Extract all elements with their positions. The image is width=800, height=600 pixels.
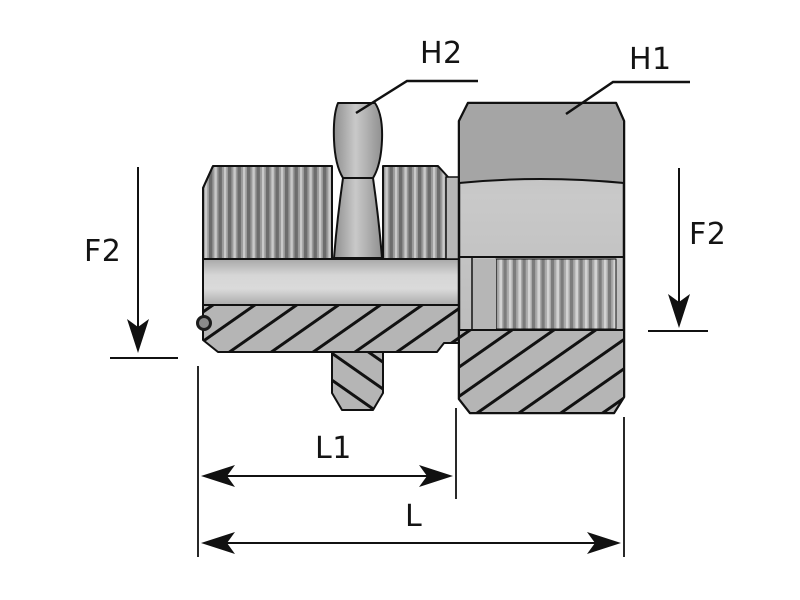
label-f2-right: F2: [689, 217, 727, 252]
locknut-hex-h2-upper: [332, 102, 384, 179]
hex-hatch-lines: [459, 330, 624, 413]
body-hex-h1-top-face: [458, 102, 625, 184]
dim-l-arrow-left: [201, 532, 235, 554]
female-thread-section: [495, 258, 617, 330]
label-f2-left: F2: [84, 234, 122, 269]
dimension-layer: [110, 79, 708, 557]
bore-band: [202, 258, 473, 306]
dim-l-arrow-right: [587, 532, 621, 554]
fitting-body: [196, 101, 626, 415]
male-thread-section: [202, 165, 333, 260]
locknut-lower-hatch-lines: [332, 352, 383, 410]
label-l: L: [405, 499, 423, 534]
dim-f2-left-arrowhead: [127, 319, 149, 353]
male-thread-section-2: [382, 165, 449, 260]
male-thread-chamfer-line: [202, 165, 214, 189]
label-h1: H1: [629, 42, 672, 77]
leader-h1: [565, 80, 690, 116]
label-h2: H2: [420, 36, 463, 71]
locknut-hex-h2-lower-face: [333, 177, 383, 259]
dim-f2-right-arrowhead: [668, 294, 690, 328]
dim-l1-arrow-right: [419, 465, 453, 487]
female-counterbore-strip: [473, 259, 496, 329]
leader-h2: [355, 79, 478, 115]
label-l1: L1: [315, 431, 352, 466]
body-hatch-lines: [203, 305, 460, 352]
dim-l1-arrow-left: [201, 465, 235, 487]
o-ring-dot: [196, 315, 212, 331]
